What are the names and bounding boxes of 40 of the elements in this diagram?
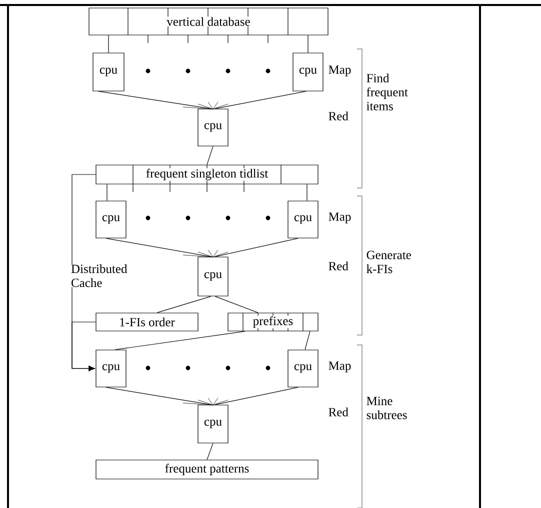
phase-label: Red bbox=[328, 262, 348, 270]
connector bbox=[206, 443, 214, 460]
database-box: prefixes bbox=[228, 312, 318, 332]
phase-label: Red bbox=[328, 112, 348, 120]
list-box: 1-FIs order bbox=[96, 312, 198, 332]
phase-label: Map bbox=[328, 66, 351, 76]
connector bbox=[214, 238, 298, 257]
cpu-box: cpu bbox=[288, 350, 318, 388]
cpu-box: cpu bbox=[292, 52, 324, 92]
cpu-box: cpu bbox=[198, 108, 228, 146]
stage-label: Mine subtrees bbox=[366, 396, 407, 420]
connector bbox=[72, 322, 96, 372]
phase-label: Map bbox=[328, 212, 351, 224]
connector bbox=[114, 331, 246, 350]
connector bbox=[156, 296, 212, 313]
connector bbox=[206, 146, 214, 165]
connector bbox=[106, 387, 212, 405]
connector bbox=[304, 331, 310, 350]
database-box: frequent singleton tidlist bbox=[96, 164, 318, 184]
list-box: frequent patterns bbox=[96, 460, 318, 480]
stage-label: Generate k-FIs bbox=[366, 250, 411, 274]
edge-label: Distributed Cache bbox=[71, 264, 128, 288]
database-box: vertical database bbox=[88, 8, 328, 36]
connector bbox=[214, 387, 298, 405]
connector bbox=[108, 35, 109, 53]
connector bbox=[214, 296, 258, 313]
connector bbox=[214, 91, 306, 109]
cpu-box: cpu bbox=[96, 200, 126, 238]
stage-label: Find frequent items bbox=[366, 74, 408, 110]
connector bbox=[106, 184, 108, 201]
cpu-box: cpu bbox=[92, 52, 124, 92]
connector bbox=[98, 91, 212, 109]
cpu-box: cpu bbox=[198, 404, 228, 444]
phase-label: Red bbox=[328, 408, 348, 416]
cpu-box: cpu bbox=[96, 350, 126, 388]
cpu-box: cpu bbox=[288, 200, 318, 238]
connector bbox=[306, 184, 308, 201]
phase-label: Map bbox=[328, 362, 351, 372]
connector bbox=[106, 238, 212, 257]
cpu-box: cpu bbox=[198, 256, 228, 296]
